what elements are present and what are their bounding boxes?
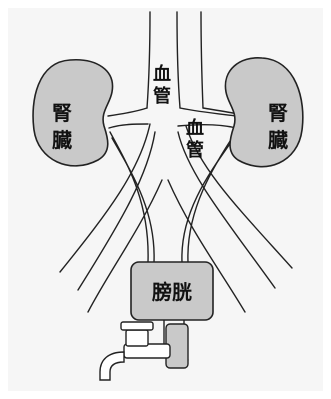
ureter-right-outer <box>187 131 237 263</box>
iliac-left-branch <box>87 179 163 313</box>
faucet-icon <box>99 321 189 381</box>
renal-vessel-left-upper <box>107 107 148 117</box>
faucet-handle <box>120 321 154 331</box>
upper-vessel-label-line2: 管 <box>153 85 171 107</box>
blood-vessel-right-wall <box>176 11 181 109</box>
ureter-right-inner <box>181 137 235 263</box>
renal-vessel-left-lower <box>108 123 149 129</box>
left-kidney <box>32 59 114 167</box>
ureter-left-inner <box>111 137 155 263</box>
iliac-right-inner <box>177 131 276 289</box>
iliac-right-branch <box>167 179 246 313</box>
iliac-left-outer <box>59 123 151 273</box>
renal-vessel-right-lower <box>177 123 237 129</box>
upper-vessel-label-line1: 血 <box>153 63 171 85</box>
right-kidney-label-line1: 腎 <box>268 101 288 125</box>
bladder-label: 膀胱 <box>151 280 192 304</box>
ureter-left-outer <box>109 131 149 263</box>
iliac-left-inner <box>77 131 156 291</box>
renal-vessel-right-upper <box>179 107 237 117</box>
lower-vessel-label-line2: 管 <box>186 139 204 161</box>
left-kidney-label-line2: 臓 <box>51 128 72 152</box>
left-kidney-label-line1: 腎 <box>52 101 72 125</box>
right-kidney-label-line2: 臓 <box>267 128 288 152</box>
bladder <box>130 261 214 321</box>
right-kidney <box>224 57 304 168</box>
lower-vessel-label-line1: 血 <box>186 117 204 139</box>
blood-vessel-far-right-wall <box>200 11 204 109</box>
blood-vessel-left-wall <box>146 11 151 109</box>
iliac-right-outer <box>185 125 293 269</box>
